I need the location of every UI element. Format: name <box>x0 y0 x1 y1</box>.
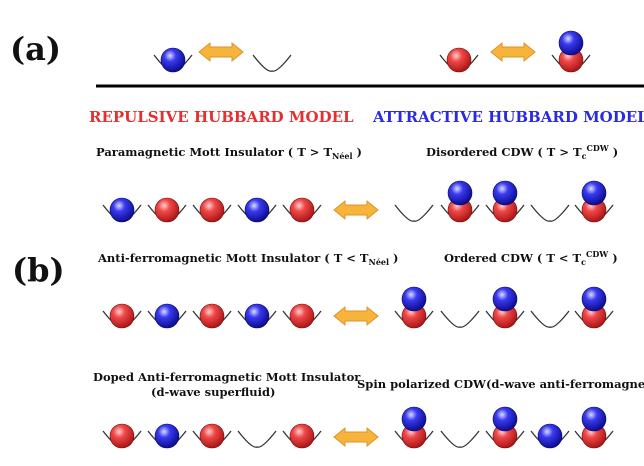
row1-right-site3-pair-blue-sphere <box>492 180 518 206</box>
row2-right-label: Ordered CDW ( T < TcCDW ) <box>444 249 618 267</box>
row1-exchange-arrow <box>333 199 379 221</box>
row3-right-site2-well <box>440 430 480 448</box>
panel-a-arrow <box>198 41 244 63</box>
row1-right-label: Disordered CDW ( T > TcCDW ) <box>426 143 618 161</box>
row3-right-site1-pair-blue-sphere <box>401 406 427 432</box>
row3-left-site5-red-sphere <box>289 423 315 449</box>
row2-left-label: Anti-ferromagnetic Mott Insulator ( T < … <box>97 251 398 267</box>
row2-left-site2-blue-sphere <box>154 303 180 329</box>
row1-right-site5-pair-blue-sphere <box>581 180 607 206</box>
row2-left-site3-red-sphere <box>199 303 225 329</box>
row2-right-site1-pair-blue-sphere <box>401 286 427 312</box>
row3-right-site3-pair-blue-sphere <box>492 406 518 432</box>
panel-a-left-site2-well <box>252 54 292 72</box>
panel-a-left-site1-blue-sphere <box>160 47 186 73</box>
row2-left-site5-red-sphere <box>289 303 315 329</box>
row1-right-site1-well <box>394 204 434 222</box>
row3-left-site4-well <box>237 430 277 448</box>
row2-right-site2-well <box>440 310 480 328</box>
panel-a-right-site1-red-sphere <box>446 47 472 73</box>
row1-right-site2-pair-blue-sphere <box>447 180 473 206</box>
arrows-layer <box>198 41 536 448</box>
row2-left-site4-blue-sphere <box>244 303 270 329</box>
row3-left-site2-blue-sphere <box>154 423 180 449</box>
row1-left-site2-red-sphere <box>154 197 180 223</box>
header-attractive: ATTRACTIVE HUBBARD MODEL <box>372 108 644 126</box>
header-repulsive: REPULSIVE HUBBARD MODEL <box>89 108 354 126</box>
row2-left-site1-red-sphere <box>109 303 135 329</box>
panel-b-label: (b) <box>12 251 65 289</box>
row3-right-site4-blue-sphere <box>537 423 563 449</box>
row2-exchange-arrow <box>333 305 379 327</box>
row2-right-site5-pair-blue-sphere <box>581 286 607 312</box>
row3-left-label-line1: Doped Anti-ferromagnetic Mott Insulator <box>93 370 361 384</box>
row1-left-site1-blue-sphere <box>109 197 135 223</box>
row3-right-site5-pair-blue-sphere <box>581 406 607 432</box>
row3-left-site1-red-sphere <box>109 423 135 449</box>
row3-right-label: Spin polarized CDW(d-wave anti-ferromagn… <box>357 377 644 391</box>
row3-left-label-line2: (d-wave superfluid) <box>151 385 275 399</box>
spheres-layer <box>109 30 607 449</box>
row1-left-site5-red-sphere <box>289 197 315 223</box>
panel-a-label: (a) <box>10 30 61 68</box>
row3-exchange-arrow <box>333 426 379 448</box>
row3-left-site3-red-sphere <box>199 423 225 449</box>
panel-a-arrow-right <box>490 41 536 63</box>
panel-a-right-site2-pair-blue-sphere <box>558 30 584 56</box>
row1-left-site4-blue-sphere <box>244 197 270 223</box>
row1-left-site3-red-sphere <box>199 197 225 223</box>
row1-right-site4-well <box>530 204 570 222</box>
row2-right-site3-pair-blue-sphere <box>492 286 518 312</box>
row2-right-site4-well <box>530 310 570 328</box>
row1-left-label: Paramagnetic Mott Insulator ( T > TNéel … <box>96 145 362 161</box>
